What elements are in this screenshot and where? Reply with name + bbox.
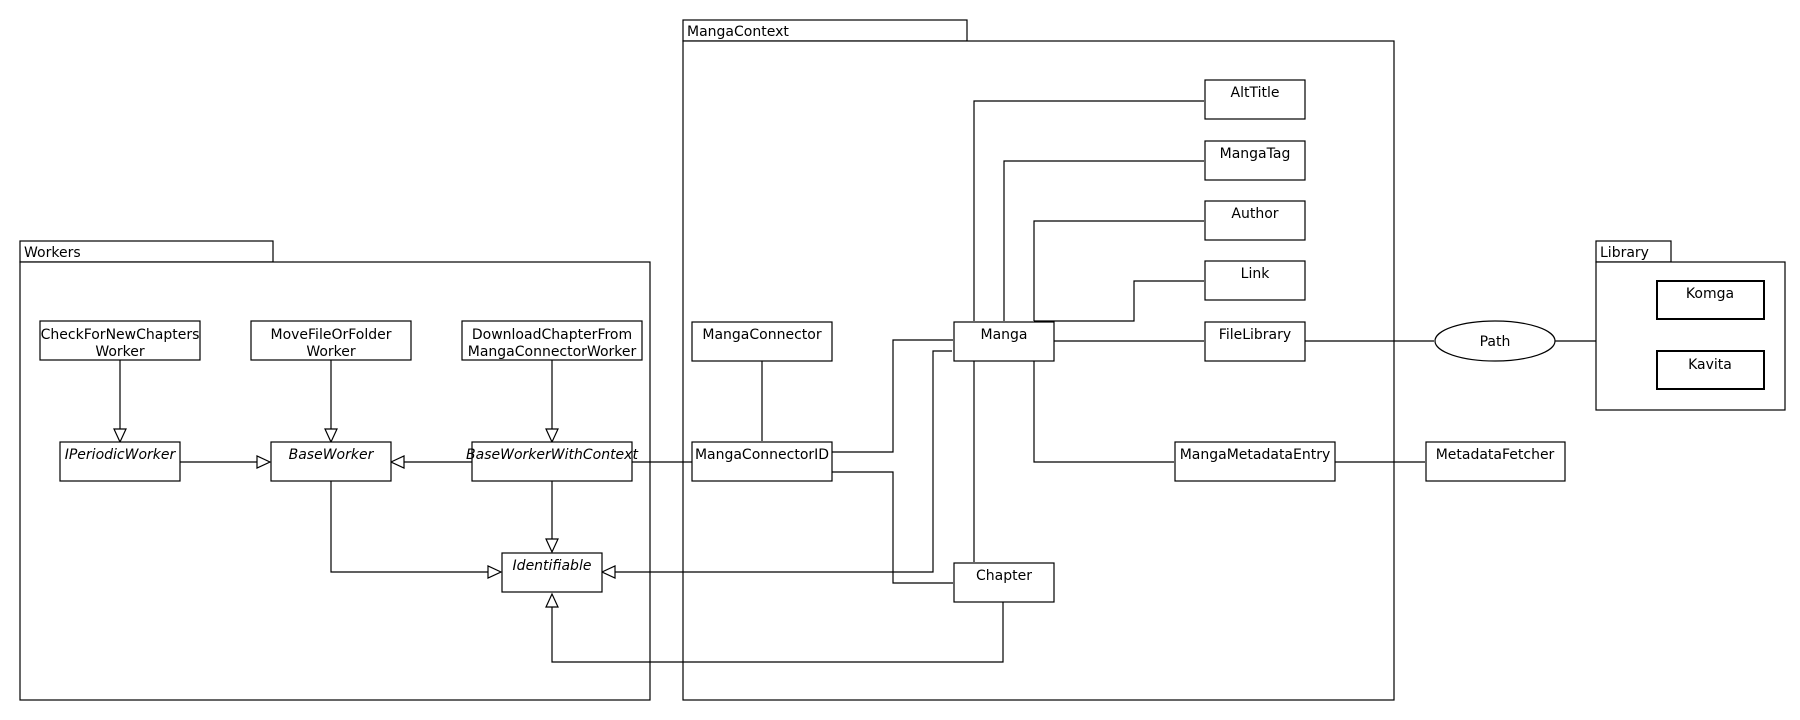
class-manga-connector-label: MangaConnector (702, 327, 821, 343)
package-workers-label: Workers (24, 245, 81, 261)
class-manga-connector-id-label: MangaConnectorID (695, 447, 829, 463)
class-base-worker-with-context-label: BaseWorkerWithContext (466, 447, 638, 463)
class-download-label-line1: DownloadChapterFrom (472, 327, 632, 343)
class-move-file-or-folder-worker: MoveFileOrFolder Worker (250, 320, 412, 361)
class-manga-tag: MangaTag (1204, 140, 1306, 181)
class-download-label-line2: MangaConnectorWorker (468, 344, 637, 360)
class-identifiable-label: Identifiable (513, 558, 592, 574)
arrowhead-identifiable-from-manga (600, 565, 616, 579)
class-manga-tag-label: MangaTag (1220, 146, 1291, 162)
arrowhead-base-from-move (324, 428, 338, 444)
class-metadata-fetcher: MetadataFetcher (1425, 441, 1566, 482)
package-manga-context-label: MangaContext (687, 24, 789, 40)
class-download-chapter-worker: DownloadChapterFrom MangaConnectorWorker (461, 320, 643, 361)
node-path-label: Path (1480, 334, 1511, 350)
class-alt-title: AltTitle (1204, 79, 1306, 120)
class-kavita: Kavita (1656, 350, 1765, 390)
class-manga: Manga (953, 321, 1055, 362)
class-alt-title-label: AltTitle (1231, 85, 1280, 101)
class-check-label-line2: Worker (95, 344, 145, 360)
edge-chapter-to-identifiable (551, 601, 1004, 663)
arrowhead-base-from-context (389, 455, 405, 469)
edges-workers (113, 350, 1004, 663)
class-manga-connector-id: MangaConnectorID (691, 441, 833, 482)
edge-manga-to-identifiable (615, 350, 952, 573)
class-manga-connector: MangaConnector (691, 321, 833, 362)
class-author: Author (1204, 200, 1306, 241)
class-periodic-worker: IPeriodicWorker (59, 441, 181, 482)
class-move-label-line1: MoveFileOrFolder (270, 327, 391, 343)
edge-connectorid-to-chapter (831, 471, 953, 584)
package-library-label: Library (1600, 245, 1649, 261)
edge-connectorid-to-manga (831, 339, 953, 453)
class-move-label-line2: Worker (306, 344, 356, 360)
edge-manga-to-metadataentry (1033, 361, 1174, 463)
class-manga-metadata-entry: MangaMetadataEntry (1174, 441, 1336, 482)
arrowhead-identifiable-from-context (545, 538, 559, 554)
class-check-label-line1: CheckForNewChapters (41, 327, 200, 343)
node-path: Path (1434, 320, 1556, 362)
class-manga-label: Manga (981, 327, 1028, 343)
arrowhead-periodic (113, 428, 127, 444)
class-check-for-new-chapters-worker: CheckForNewChapters Worker (39, 320, 201, 361)
class-kavita-label: Kavita (1688, 357, 1732, 373)
class-manga-metadata-entry-label: MangaMetadataEntry (1180, 447, 1331, 463)
edge-manga-to-mangatag (1003, 160, 1204, 321)
arrowhead-identifiable-from-base (487, 565, 503, 579)
class-link: Link (1204, 260, 1306, 301)
edge-base-to-identifiable (330, 481, 488, 573)
edge-manga-to-link (1034, 280, 1204, 322)
arrowhead-identifiable-from-chapter (545, 592, 559, 608)
class-base-worker-with-context: BaseWorkerWithContext (466, 441, 638, 482)
class-file-library: FileLibrary (1204, 321, 1306, 362)
class-base-worker: BaseWorker (270, 441, 392, 482)
edges-manga-context (631, 100, 1596, 584)
edge-manga-to-alttitle (973, 100, 1204, 321)
class-link-label: Link (1241, 266, 1271, 282)
class-author-label: Author (1231, 206, 1278, 222)
class-base-worker-label: BaseWorker (289, 447, 375, 463)
class-identifiable: Identifiable (501, 552, 603, 593)
class-chapter-label: Chapter (976, 568, 1032, 584)
class-metadata-fetcher-label: MetadataFetcher (1436, 447, 1555, 463)
edge-manga-to-author (1033, 220, 1204, 321)
class-periodic-worker-label: IPeriodicWorker (65, 447, 177, 463)
arrowhead-base-from-periodic (256, 455, 272, 469)
arrowhead-context-from-download (545, 428, 559, 444)
class-file-library-label: FileLibrary (1219, 327, 1291, 343)
class-komga: Komga (1656, 280, 1765, 320)
class-chapter: Chapter (953, 562, 1055, 603)
class-komga-label: Komga (1686, 286, 1734, 302)
